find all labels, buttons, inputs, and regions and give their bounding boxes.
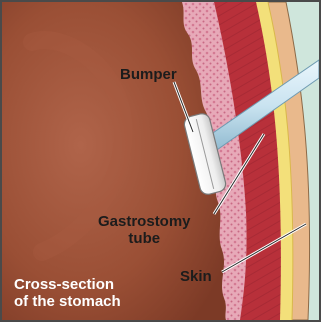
stomach-wall-illustration — [2, 2, 319, 320]
gastrostomy-label-line1: Gastrostomy — [98, 213, 191, 230]
skin-label: Skin — [180, 268, 212, 285]
gastrostomy-label-line2: tube — [98, 230, 191, 247]
caption-line2: of the stomach — [14, 293, 121, 310]
bumper-label: Bumper — [120, 66, 177, 83]
gastrostomy-tube-label: Gastrostomy tube — [98, 213, 191, 247]
figure-caption: Cross-section of the stomach — [14, 276, 121, 310]
caption-line1: Cross-section — [14, 276, 121, 293]
